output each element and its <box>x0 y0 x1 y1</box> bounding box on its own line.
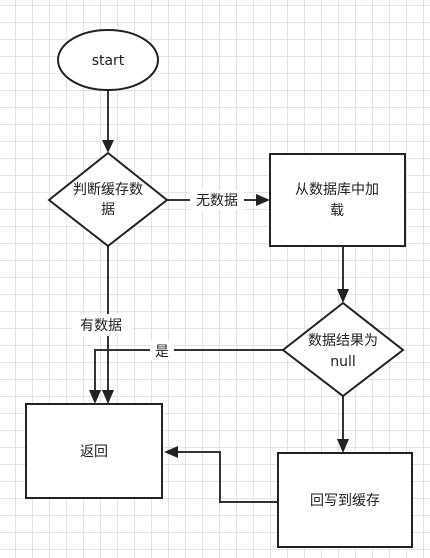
node-write-back-label: 回写到缓存 <box>310 493 380 509</box>
node-start-label: start <box>92 53 125 69</box>
edge-label-no-data: 无数据 <box>196 193 238 209</box>
node-return[interactable]: 返回 <box>25 403 163 499</box>
node-is-null-label-line2: null <box>330 354 356 370</box>
node-check-cache-label-line2: 据 <box>101 202 115 218</box>
node-check-cache-label-line1: 判断缓存数 <box>73 182 143 198</box>
edge-check-to-load: 无数据 <box>167 190 270 210</box>
edge-null-to-return: 是 <box>89 341 283 404</box>
node-write-back-cache[interactable]: 回写到缓存 <box>277 452 413 548</box>
node-check-cache[interactable]: 判断缓存数 据 <box>47 151 169 248</box>
node-load-from-db-label-line1: 从数据库中加 <box>295 182 379 198</box>
node-return-label: 返回 <box>80 444 108 460</box>
node-is-null-check[interactable]: 数据结果为 null <box>281 301 405 398</box>
edge-check-to-return: 有数据 <box>72 246 132 404</box>
edge-label-has-data: 有数据 <box>80 318 122 334</box>
edge-start-to-check <box>102 90 114 153</box>
edge-load-to-null-check <box>337 246 349 303</box>
edge-label-yes: 是 <box>155 344 169 360</box>
node-start[interactable]: start <box>57 29 159 91</box>
node-is-null-label-line1: 数据结果为 <box>308 333 378 349</box>
node-load-from-db-label-line2: 载 <box>330 203 344 219</box>
edge-writeback-to-return <box>164 446 278 503</box>
node-load-from-db[interactable]: 从数据库中加 载 <box>269 153 406 247</box>
edge-null-to-writeback <box>337 396 349 453</box>
